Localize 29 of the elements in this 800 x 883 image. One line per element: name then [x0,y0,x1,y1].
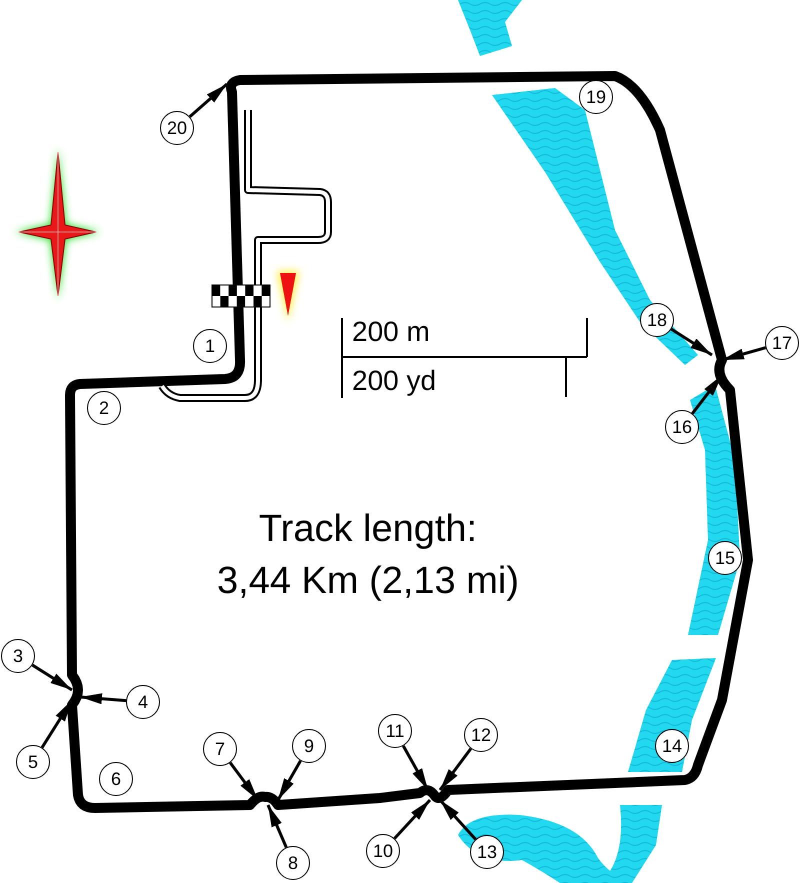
corner-number: 4 [126,685,160,719]
corner-number: 3 [1,639,35,673]
track-length-text: Track length: [258,510,478,548]
corner-number: 20 [160,111,194,145]
leader-line [393,798,432,840]
corner-number: 12 [464,718,498,752]
leader-line [188,82,228,118]
corner-number: 7 [203,732,237,766]
corner-number: 10 [366,834,400,868]
corner-number: 11 [378,714,412,748]
corner-number: 19 [579,80,613,114]
leader-line [80,693,126,704]
scale-label: 200 m [352,318,430,346]
corner-number: 1 [193,329,227,363]
leader-line [438,748,472,791]
leader-line [276,760,302,801]
corner-number: 18 [640,303,674,337]
corner-number: 2 [87,391,121,425]
track-length-text: 3,44 Km (2,13 mi) [217,562,519,600]
corner-number: 6 [99,762,133,796]
leader-line [438,799,477,840]
corner-number: 5 [16,745,50,779]
corner-number: 17 [765,326,799,360]
corner-number: 8 [276,846,310,880]
leader-line [266,804,288,848]
corner-number: 16 [665,410,699,444]
corner-number: 9 [292,729,326,763]
leader-line [32,664,73,692]
scale-label: 200 yd [352,367,436,395]
